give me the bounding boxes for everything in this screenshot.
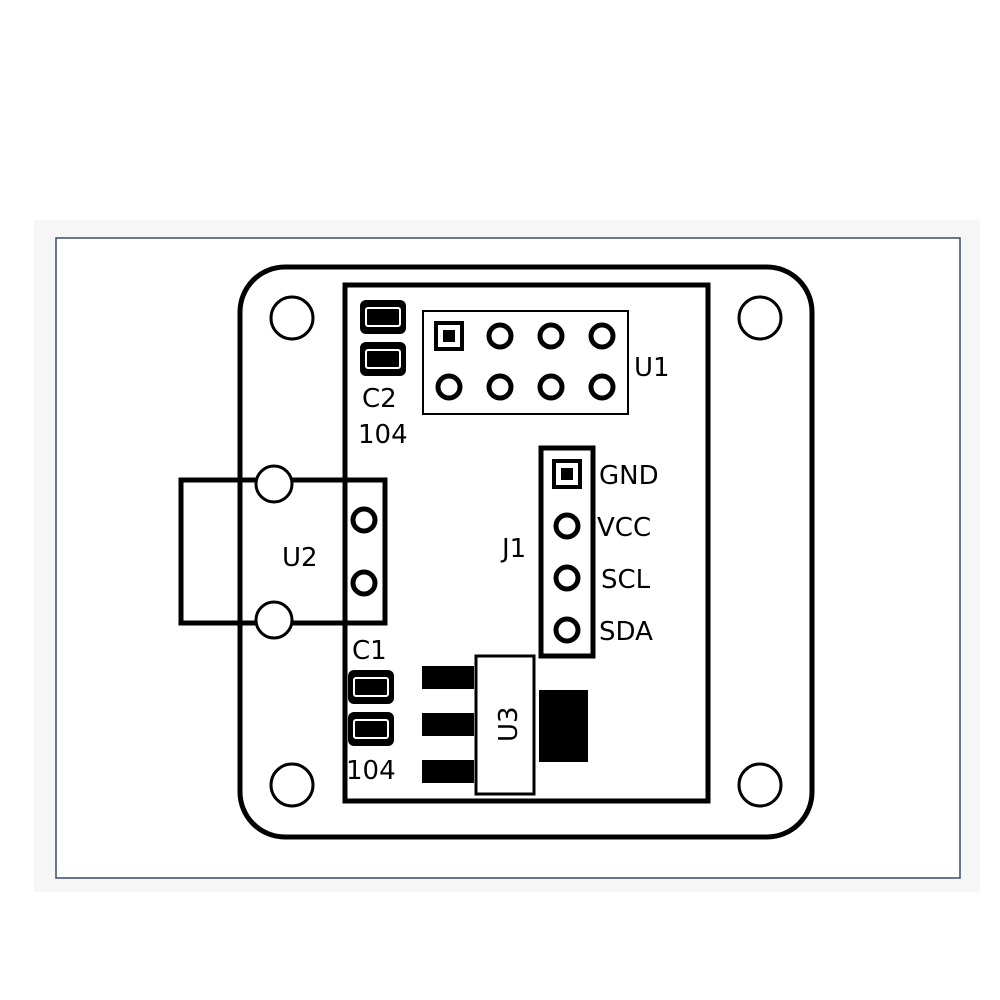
c1-label: C1: [352, 636, 387, 666]
gnd-label: GND: [599, 461, 659, 491]
j1-pin-gnd-square: [552, 459, 582, 489]
u2-pin-1: [350, 506, 378, 534]
capacitor-c2: [360, 300, 406, 376]
j1-pin-sda: [553, 616, 581, 644]
u2-label: U2: [282, 543, 318, 573]
c1-value: 104: [346, 756, 396, 786]
c1-pad-bottom-inner: [353, 719, 389, 739]
sda-label: SDA: [599, 617, 653, 647]
u3-pad-3: [422, 760, 474, 783]
u1-pin-6: [486, 373, 514, 401]
u2-mount-top: [254, 464, 294, 504]
c2-value: 104: [358, 420, 408, 450]
c1-pad-top-inner: [353, 677, 389, 697]
u1-pin-2: [486, 322, 514, 350]
c2-pad-bottom-inner: [365, 349, 401, 369]
u1-pin-1-square: [434, 321, 464, 351]
u1-pin-8: [588, 373, 616, 401]
j1-header-outline: [538, 445, 596, 659]
u1-header-outline: [422, 310, 629, 415]
u1-pin-7: [537, 373, 565, 401]
component-area: [342, 282, 711, 804]
j1-pin-scl: [553, 564, 581, 592]
u2-pin-2: [350, 569, 378, 597]
u2-mount-bottom: [254, 600, 294, 640]
j1-label: J1: [500, 534, 526, 564]
mounting-hole-top-left: [269, 295, 315, 341]
c2-pad-top-inner: [365, 307, 401, 327]
u1-label: U1: [634, 353, 670, 383]
u1-pin-4: [588, 322, 616, 350]
u1-pin-5: [435, 373, 463, 401]
j1-pin-gnd-core: [561, 468, 573, 480]
mounting-hole-bottom-right: [737, 762, 783, 808]
mounting-hole-bottom-left: [269, 762, 315, 808]
u1-pin-1-core: [443, 330, 455, 342]
board-outline: [237, 264, 815, 840]
u3-pad-2: [422, 713, 474, 736]
vcc-label: VCC: [597, 513, 651, 543]
capacitor-c1: [348, 670, 394, 746]
scl-label: SCL: [601, 565, 651, 595]
j1-pin-vcc: [553, 512, 581, 540]
u3-body: [474, 654, 536, 796]
c2-label: C2: [362, 384, 397, 414]
mounting-hole-top-right: [737, 295, 783, 341]
u3-label: U3: [494, 706, 524, 742]
u3-tab-pad: [539, 690, 588, 762]
u1-pin-3: [537, 322, 565, 350]
u3-pad-1: [422, 666, 474, 689]
